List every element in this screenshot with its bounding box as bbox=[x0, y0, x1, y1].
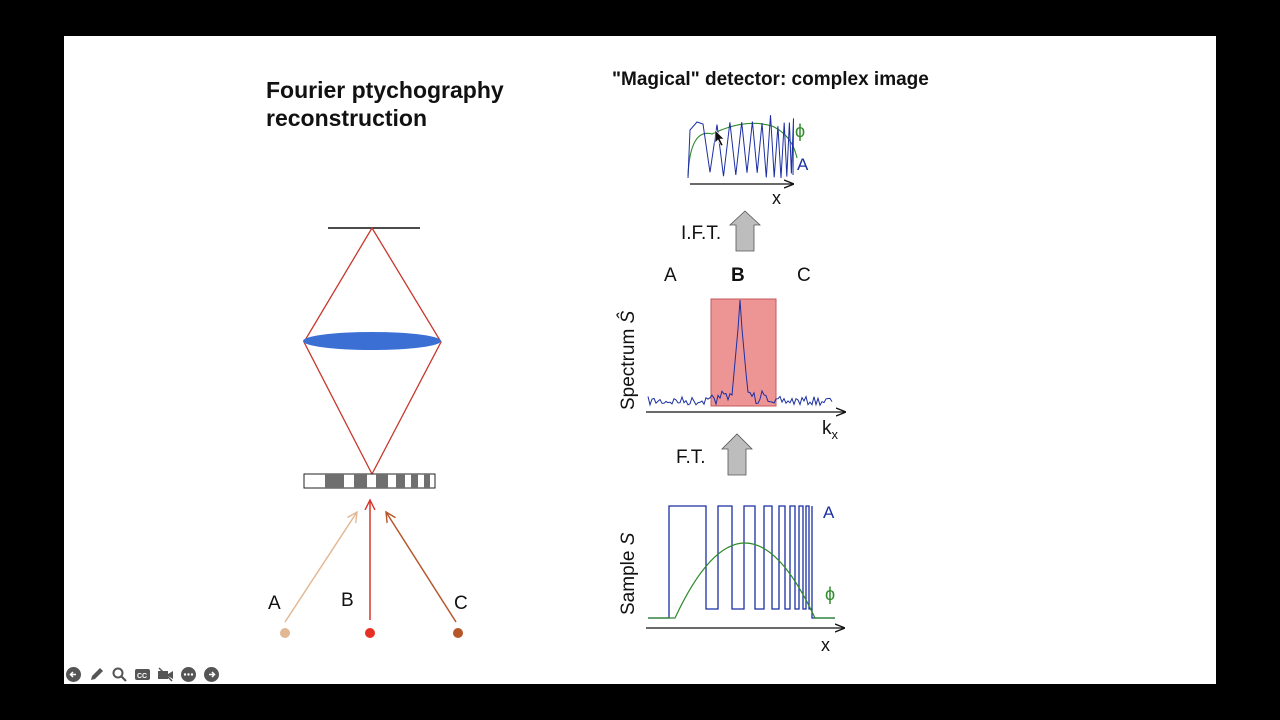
spectrum-ylabel: Spectrum Ŝ bbox=[617, 310, 639, 410]
zoom-icon[interactable] bbox=[110, 665, 129, 684]
sample-ylabel-symbol: S bbox=[618, 532, 639, 545]
sample-phi-label: ϕ bbox=[825, 584, 835, 604]
back-arrow-icon[interactable] bbox=[64, 665, 83, 684]
led-c bbox=[453, 628, 463, 638]
mouse-cursor-icon bbox=[714, 129, 725, 147]
spectrum-curve bbox=[647, 299, 833, 407]
illumination-ray-c bbox=[386, 512, 457, 623]
top-phi-label: ϕ bbox=[795, 121, 805, 141]
led-label-c: C bbox=[454, 593, 468, 614]
led-b bbox=[365, 628, 375, 638]
pen-icon[interactable] bbox=[87, 665, 106, 684]
lens bbox=[303, 332, 441, 350]
illumination-ray-a bbox=[284, 512, 357, 623]
sample-ylabel-text: Sample bbox=[618, 551, 639, 615]
spectrum-xlabel: kx bbox=[822, 418, 839, 442]
sample-x-label: x bbox=[821, 635, 830, 655]
forward-arrow-icon[interactable] bbox=[202, 665, 221, 684]
captions-icon[interactable]: CC bbox=[133, 665, 152, 684]
led-label-a: A bbox=[268, 593, 281, 614]
sample-grating bbox=[303, 473, 436, 489]
ft-step: F.T. bbox=[676, 433, 753, 476]
spectrum-ylabel-text: Spectrum bbox=[618, 329, 639, 410]
svg-text:CC: CC bbox=[137, 673, 147, 680]
optical-setup: A B C bbox=[268, 226, 468, 638]
slide bbox=[64, 36, 1216, 684]
ft-arrow bbox=[721, 433, 753, 476]
complex-image-plot: ϕ A x bbox=[687, 115, 809, 208]
top-amp-label: A bbox=[797, 155, 809, 174]
sample-amp-label: A bbox=[823, 503, 835, 522]
spectrum-region-a: A bbox=[664, 265, 677, 286]
spectrum-ylabel-symbol: Ŝ bbox=[617, 310, 639, 323]
sample-plot: Sample S A ϕ x bbox=[618, 503, 844, 655]
spectrum-region-c: C bbox=[797, 265, 811, 286]
spectrum-xlabel-sub: x bbox=[832, 427, 839, 442]
title-line-1: Fourier ptychography bbox=[266, 77, 504, 103]
led-a bbox=[280, 628, 290, 638]
ray-diamond bbox=[303, 226, 442, 476]
spectrum-region-b: B bbox=[731, 265, 745, 286]
spectrum-xlabel-main: k bbox=[822, 418, 832, 439]
more-icon[interactable] bbox=[179, 665, 198, 684]
detector-title: "Magical" detector: complex image bbox=[612, 69, 929, 90]
sample-ylabel: Sample S bbox=[618, 532, 639, 615]
sample-phase-curve bbox=[648, 542, 835, 619]
ift-label: I.F.T. bbox=[681, 223, 721, 244]
pupil-window-highlight bbox=[710, 298, 777, 407]
ft-label: F.T. bbox=[676, 447, 706, 468]
top-x-label: x bbox=[772, 188, 781, 208]
ift-arrow bbox=[728, 210, 762, 252]
ift-step: I.F.T. bbox=[681, 210, 762, 252]
sample-amplitude-curve bbox=[648, 505, 835, 619]
title-line-2: reconstruction bbox=[266, 105, 428, 131]
top-amplitude-curve bbox=[687, 115, 794, 179]
spectrum-plot: A B C Spectrum Ŝ kx bbox=[617, 265, 845, 442]
video-off-icon[interactable] bbox=[156, 665, 175, 684]
led-label-b: B bbox=[341, 590, 354, 611]
presentation-toolbar: CC bbox=[64, 664, 221, 684]
slide-title: Fourier ptychography reconstruction bbox=[266, 76, 566, 132]
